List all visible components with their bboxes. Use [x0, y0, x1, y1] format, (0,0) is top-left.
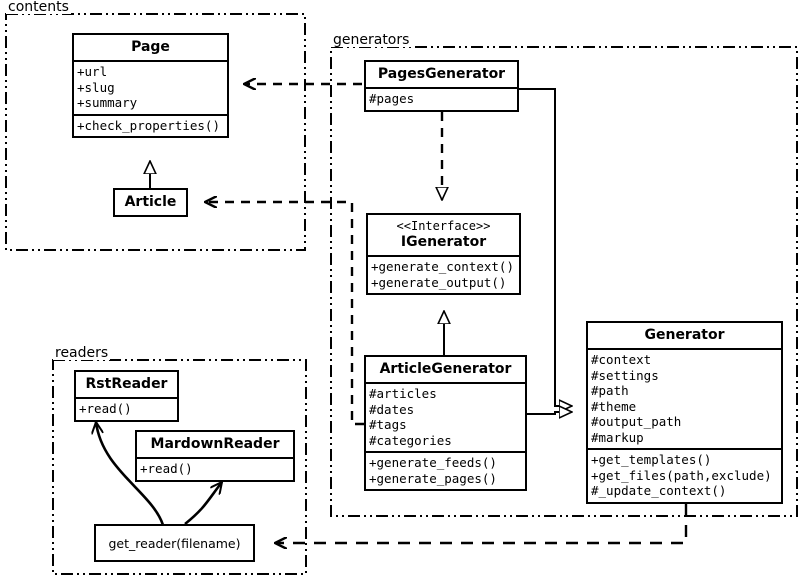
- class-title-mardownreader: MardownReader: [150, 436, 280, 452]
- attribute: #articles: [369, 386, 437, 401]
- class-box-generator[interactable]: Generator #context #settings #path #them…: [586, 321, 783, 504]
- method: +get_templates(): [591, 452, 712, 467]
- class-attributes-articlegenerator: #articles #dates #tags #categories: [366, 382, 525, 451]
- class-methods-generator: +get_templates() +get_files(path,exclude…: [588, 448, 781, 502]
- attribute: #categories: [369, 432, 452, 448]
- attribute: #theme: [591, 398, 637, 414]
- class-stereotype-igenerator: <<Interface>>: [396, 219, 491, 233]
- method: +generate_context(): [371, 259, 514, 274]
- attribute: #settings: [591, 367, 659, 383]
- class-box-mardownreader[interactable]: MardownReader +read(): [135, 430, 295, 482]
- relation-generator-to-getreader: [275, 504, 688, 543]
- attribute: #markup: [591, 429, 644, 445]
- class-title-pagesgenerator: PagesGenerator: [377, 66, 506, 82]
- attribute: #path: [591, 383, 629, 398]
- method: #_update_context(): [591, 483, 727, 498]
- relation-articlegenerator-to-article: [205, 202, 364, 426]
- method: +generate_feeds(): [369, 455, 497, 470]
- attribute: #tags: [369, 417, 407, 432]
- class-title-generator: Generator: [644, 327, 725, 343]
- attribute: #context: [591, 352, 652, 367]
- class-methods-igenerator: +generate_context() +generate_output(): [368, 255, 519, 293]
- attribute: +url: [77, 64, 108, 79]
- class-box-rstreader[interactable]: RstReader +read(): [74, 370, 179, 422]
- package-label-readers: readers: [53, 345, 111, 361]
- function-box-get-reader[interactable]: get_reader(filename): [94, 524, 255, 562]
- attribute: #dates: [369, 401, 415, 417]
- package-label-generators: generators: [331, 32, 412, 48]
- class-attributes-page: +url +slug +summary: [74, 60, 227, 114]
- class-methods-rstreader: +read(): [76, 397, 177, 420]
- class-methods-articlegenerator: +generate_feeds() +generate_pages(): [366, 451, 525, 489]
- class-title-articlegenerator: ArticleGenerator: [379, 361, 512, 377]
- function-label-get-reader: get_reader(filename): [108, 535, 241, 551]
- class-methods-mardownreader: +read(): [137, 457, 293, 480]
- package-label-contents: contents: [6, 0, 71, 15]
- method: +get_files(path,exclude): [591, 467, 772, 483]
- relation-articlegenerator-to-generator: [527, 412, 572, 414]
- class-box-pagesgenerator[interactable]: PagesGenerator #pages: [364, 60, 519, 112]
- method: +generate_pages(): [369, 470, 497, 486]
- class-attributes-pagesgenerator: #pages: [366, 87, 517, 110]
- class-title-article: Article: [124, 194, 177, 210]
- attribute: #pages: [369, 91, 415, 106]
- class-box-articlegenerator[interactable]: ArticleGenerator #articles #dates #tags …: [364, 355, 527, 491]
- relation-getreader-to-mardownreader: [184, 482, 222, 526]
- class-attributes-generator: #context #settings #path #theme #output_…: [588, 348, 781, 448]
- class-title-rstreader: RstReader: [85, 376, 168, 392]
- class-title-igenerator: <<Interface>> IGenerator: [368, 215, 519, 255]
- method: +read(): [79, 401, 132, 416]
- class-name-igenerator: IGenerator: [400, 234, 487, 250]
- class-box-page[interactable]: Page +url +slug +summary +check_properti…: [72, 33, 229, 138]
- method: +check_properties(): [77, 117, 220, 133]
- class-box-igenerator[interactable]: <<Interface>> IGenerator +generate_conte…: [366, 213, 521, 295]
- attribute: +slug: [77, 79, 115, 95]
- method: +generate_output(): [371, 274, 507, 290]
- class-title-page: Page: [131, 39, 170, 55]
- attribute: #output_path: [591, 414, 682, 429]
- method: +read(): [140, 461, 193, 476]
- class-box-article[interactable]: Article: [113, 188, 188, 217]
- class-methods-page: +check_properties(): [74, 113, 227, 137]
- attribute: +summary: [77, 95, 138, 110]
